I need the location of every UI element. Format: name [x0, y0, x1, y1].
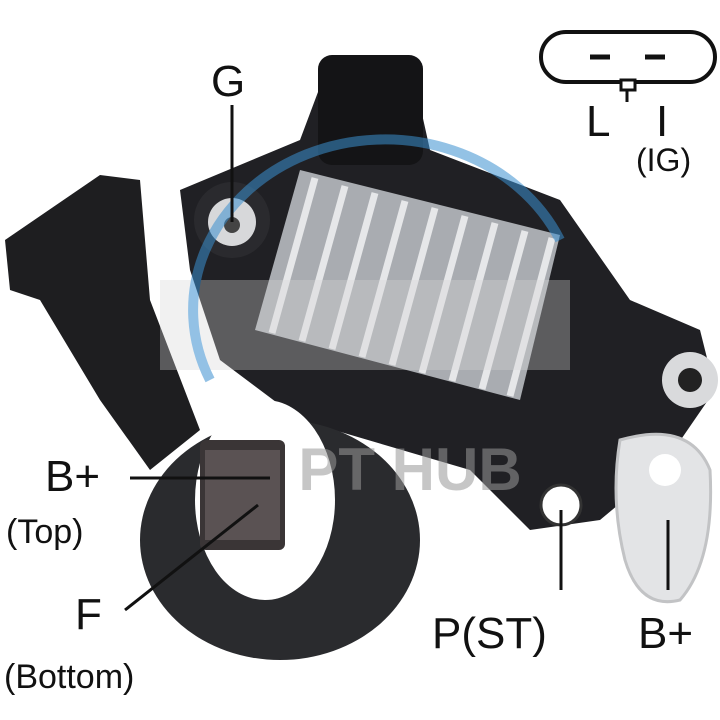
- label-l-terminal: L: [586, 97, 611, 146]
- label-g-terminal: G: [211, 57, 246, 106]
- label-f-terminal: F: [75, 590, 102, 639]
- label-p-st-terminal: P(ST): [432, 609, 547, 658]
- label-ig: (IG): [636, 142, 692, 178]
- heatsink: [255, 170, 560, 400]
- watermark: PT HUB: [160, 134, 570, 503]
- label-bottom: (Bottom): [4, 658, 135, 696]
- label-top: (Top): [6, 513, 84, 551]
- right-terminals: [539, 352, 718, 604]
- label-i-terminal: I: [656, 97, 669, 146]
- label-b-plus-top: B+: [45, 452, 101, 501]
- connector-pinout-icon: [539, 30, 717, 92]
- watermark-text: PT HUB: [298, 436, 521, 503]
- brush-holder: [140, 400, 420, 660]
- bracket-arm: [5, 175, 200, 470]
- leader-lines: [124, 90, 670, 612]
- label-b-plus-right: B+: [638, 609, 694, 658]
